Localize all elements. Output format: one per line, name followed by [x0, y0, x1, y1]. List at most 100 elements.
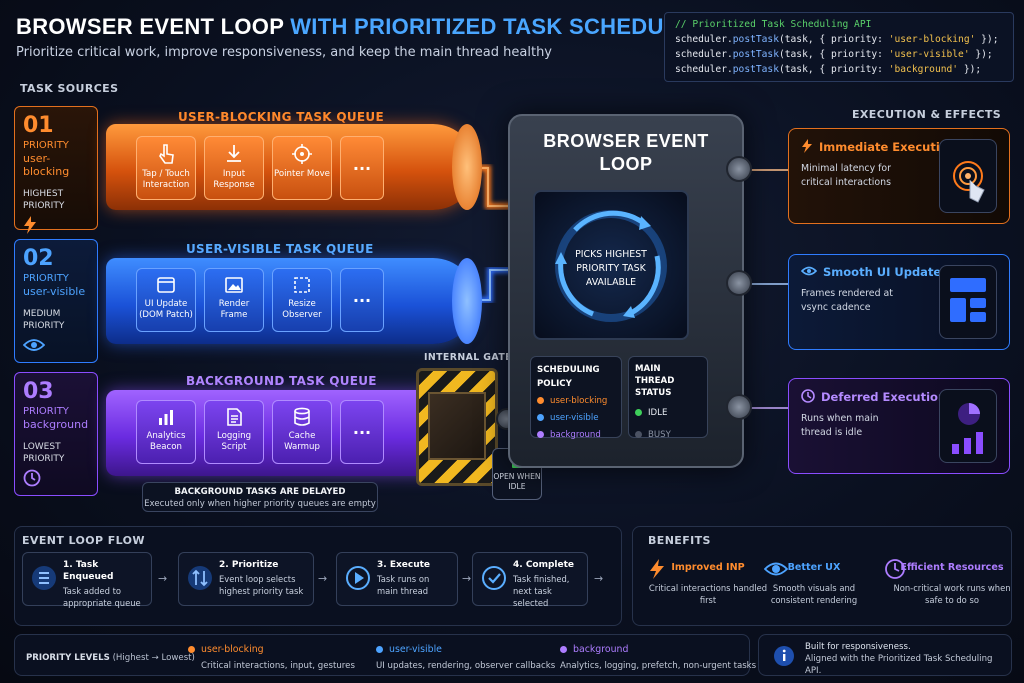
lightning-icon	[802, 139, 812, 153]
flow-step: 1. Task Enqueued Task added to appropria…	[22, 552, 152, 608]
machine-knob	[726, 270, 752, 296]
level-name-text: user-blocking	[201, 644, 264, 655]
benefit-title: Efficient Resources	[900, 562, 1004, 573]
policy-item-label: user-visible	[550, 413, 599, 423]
priority-label: PRIORITY	[23, 406, 69, 417]
layout-icon	[950, 278, 986, 322]
effect-title: Deferred Execution	[801, 389, 997, 404]
more-tasks: ...	[340, 136, 384, 200]
clock-icon	[801, 389, 815, 403]
effect-body: Minimal latency for critical interaction…	[801, 163, 892, 188]
level-item: user-visible UI updates, rendering, obse…	[376, 644, 555, 672]
touch-ripple-icon	[953, 161, 985, 203]
task-label: Input Response	[213, 169, 255, 190]
queue-cylinder-cap	[452, 124, 482, 210]
priority-levels-strip	[14, 634, 750, 676]
priority-card-user-visible: 02 PRIORITY user-visible MEDIUM PRIORITY	[14, 239, 98, 363]
status-dot	[635, 431, 642, 438]
policy-item: user-visible	[537, 410, 615, 427]
code-line-2: scheduler.postTask(task, { priority: 'us…	[675, 49, 993, 60]
task-tile: Pointer Move	[272, 136, 332, 200]
delay-title: BACKGROUND TASKS ARE DELAYED	[174, 487, 346, 497]
effect-title-text: Deferred Execution	[821, 390, 947, 404]
level-name: background	[560, 644, 756, 656]
code-end: });	[969, 49, 993, 60]
task-tile: Cache Warmup	[272, 400, 332, 464]
note-line-1: Built for responsiveness.	[805, 642, 911, 652]
flow-step-body: Task runs on main thread	[377, 574, 430, 596]
priority-label: PRIORITY	[23, 140, 69, 151]
document-icon	[227, 408, 242, 426]
levels-heading-text: PRIORITY LEVELS	[26, 653, 110, 663]
effect-card-deferred: Deferred Execution Runs when main thread…	[788, 378, 1010, 474]
effect-card-immediate: Immediate Execution Minimal latency for …	[788, 128, 1010, 224]
flow-step: 3. Execute Task runs on main thread	[336, 552, 458, 606]
task-tile: Analytics Beacon	[136, 400, 196, 464]
touch-icon	[159, 144, 174, 164]
priority-label: PRIORITY	[23, 273, 69, 284]
list-icon	[32, 566, 56, 590]
level-desc: Analytics, logging, prefetch, non-urgent…	[560, 661, 757, 671]
status-item-label: BUSY	[648, 430, 671, 440]
task-label: Analytics Beacon	[146, 431, 186, 452]
queue-title-user-visible: USER-VISIBLE TASK QUEUE	[186, 242, 374, 256]
cycle-arrows-icon	[555, 210, 667, 322]
task-sources-heading: TASK SOURCES	[20, 82, 119, 95]
download-icon	[227, 145, 241, 162]
arrow-right-icon: →	[318, 572, 328, 585]
code-args: (task, { priority:	[778, 64, 889, 75]
benefit-title: Better UX	[787, 562, 841, 573]
main-thread-status-panel: MAIN THREAD STATUS IDLE BUSY	[628, 356, 708, 440]
play-icon	[346, 566, 370, 590]
eye-icon	[800, 266, 818, 276]
machine-title: BROWSER EVENT LOOP	[543, 131, 709, 174]
code-str: 'user-visible'	[888, 49, 970, 60]
task-tile: Tap / Touch Interaction	[136, 136, 196, 200]
task-tile: Resize Observer	[272, 268, 332, 332]
task-tile: Input Response	[204, 136, 264, 200]
gate-door	[428, 392, 486, 460]
code-end: });	[958, 64, 982, 75]
priority-number: 03	[23, 379, 54, 404]
priority-level: MEDIUM PRIORITY	[23, 309, 65, 331]
status-dot	[560, 646, 567, 653]
code-fn: postTask	[732, 49, 779, 60]
priority-number: 01	[23, 113, 54, 138]
code-fn: postTask	[732, 64, 779, 75]
flow-step: 2. Prioritize Event loop selects highest…	[178, 552, 314, 606]
policy-item-label: user-blocking	[550, 396, 608, 406]
task-label: UI Update (DOM Patch)	[139, 299, 193, 320]
flow-step-title: 1. Task Enqueued	[63, 560, 114, 582]
status-dot	[537, 414, 544, 421]
benefit-body: Non-critical work runs when safe to do s…	[893, 583, 1011, 605]
database-icon	[294, 407, 310, 426]
task-label: Render Frame	[218, 299, 250, 320]
policy-item: background	[537, 427, 615, 444]
effect-body: Runs when main thread is idle	[801, 413, 879, 438]
level-desc: UI updates, rendering, observer callback…	[376, 661, 556, 671]
policy-title: SCHEDULING POLICY	[537, 365, 600, 389]
priority-level: HIGHEST PRIORITY	[23, 189, 65, 211]
resize-icon	[294, 277, 310, 293]
info-icon	[774, 646, 794, 666]
pie-chart-icon	[952, 403, 983, 454]
status-dot	[188, 646, 195, 653]
more-tasks: ...	[340, 400, 384, 464]
code-str: 'user-blocking'	[888, 34, 976, 45]
code-args: (task, { priority:	[778, 49, 889, 60]
arrow-right-icon: →	[158, 572, 168, 585]
check-icon	[482, 566, 506, 590]
clock-icon	[23, 469, 41, 487]
more-tasks: ...	[340, 268, 384, 332]
gate-label: INTERNAL GATE	[424, 352, 512, 363]
effect-title: Smooth UI Updates	[800, 265, 997, 279]
scheduling-policy-panel: SCHEDULING POLICY user-blocking user-vis…	[530, 356, 622, 440]
clock-icon	[885, 559, 905, 579]
machine-knob	[726, 394, 752, 420]
code-args: (task, { priority:	[778, 34, 889, 45]
note-line-2: Aligned with the Prioritized Task Schedu…	[805, 654, 993, 676]
status-title: MAIN THREAD STATUS	[635, 364, 675, 398]
benefit-body: Critical interactions handled first	[648, 583, 768, 605]
machine-knob	[726, 156, 752, 182]
